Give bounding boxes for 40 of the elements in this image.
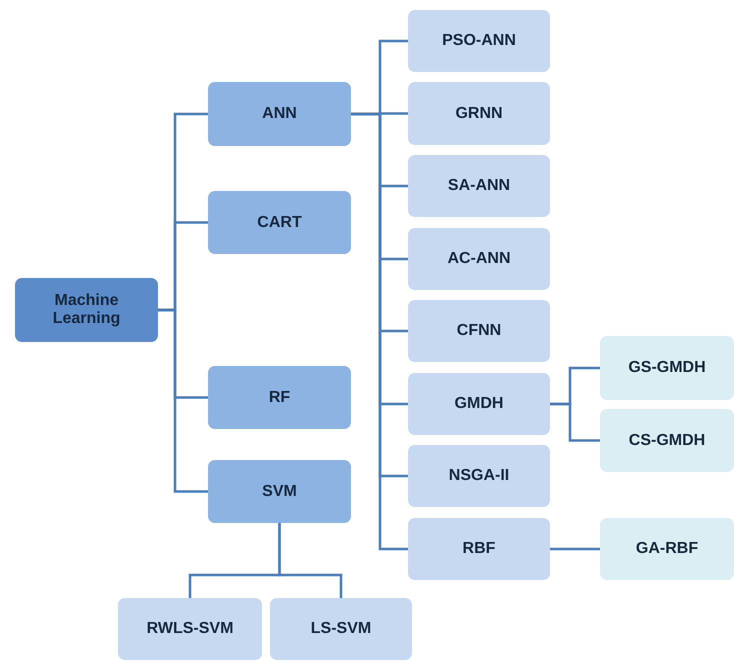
category-box (600, 518, 734, 580)
node-label: AC-ANN (446, 250, 512, 268)
category-box (408, 518, 550, 580)
category-box (408, 445, 550, 507)
category-box (408, 82, 550, 145)
node-label: LS-SVM (310, 620, 372, 638)
node-label: GRNN (454, 104, 504, 122)
node-label: NSGA-II (448, 467, 510, 485)
category-box (600, 336, 734, 400)
node-label: GA-RBF (634, 540, 700, 558)
node-label: RBF (462, 540, 496, 558)
category-box (208, 191, 351, 254)
node-label: CS-GMDH (628, 432, 706, 450)
node-label: RF (268, 388, 292, 406)
connector-line (158, 308, 208, 493)
category-box (15, 278, 158, 342)
category-box (118, 598, 262, 660)
node-label: ANN (261, 105, 298, 123)
category-box (208, 460, 351, 523)
connector-line (550, 548, 600, 550)
node-label: GMDH (454, 395, 504, 413)
connector-line (278, 523, 342, 598)
node-label: SVM (261, 482, 298, 500)
node-label: PSO-ANN (441, 32, 517, 50)
category-box (600, 409, 734, 472)
node-label: CFNN (456, 322, 502, 340)
category-box (208, 82, 351, 146)
node-label: Machine Learning (52, 292, 122, 328)
category-box (408, 300, 550, 362)
category-box (208, 366, 351, 429)
connector-line (550, 402, 600, 442)
category-box (408, 373, 550, 435)
category-box (408, 228, 550, 290)
category-box (408, 155, 550, 217)
node-label: CART (256, 214, 303, 232)
category-box (408, 10, 550, 72)
node-label: SA-ANN (446, 177, 512, 195)
category-box (270, 598, 412, 660)
node-label: GS-GMDH (627, 359, 707, 377)
node-label: RWLS-SVM (146, 620, 234, 638)
